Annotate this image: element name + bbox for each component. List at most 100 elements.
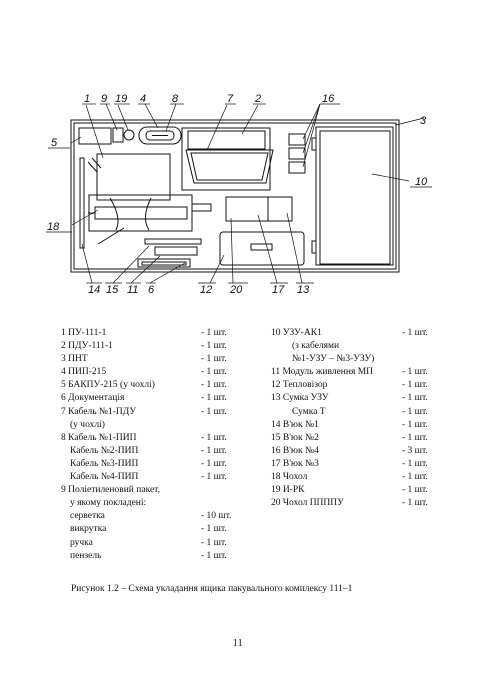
legend-qty: - 1 шт. (201, 550, 227, 561)
legend-label: Сумка Т (292, 406, 326, 417)
legend-label: 14 В'юк №1 (271, 419, 319, 430)
legend-qty: - 1 шт. (402, 380, 428, 391)
legend-row: Кабель №4-ПИП - 1 шт. (61, 471, 261, 484)
callout-20: 20 (229, 284, 243, 296)
legend-qty: - 1 шт. (201, 328, 227, 338)
legend-row: 9 Поліетиленовий пакет, (61, 484, 261, 497)
figure-caption: Рисунок 1.2 – Схема укладання ящика паку… (71, 584, 353, 594)
box-inner (73, 122, 397, 270)
legend-row: 8 Кабель №1-ПИП - 1 шт. (61, 432, 261, 445)
legend-qty: - 1 шт. (402, 406, 428, 417)
item-2-pdu (181, 127, 271, 191)
item-16-pack-c (288, 161, 306, 174)
callout-2: 2 (254, 93, 261, 105)
legend-row: 16 В'юк №4- 3 шт. (271, 445, 446, 458)
legend-label: 20 Чохол ППППУ (271, 498, 344, 509)
legend-row: 20 Чохол ППППУ- 1 шт. (271, 497, 446, 510)
legend-row: 1 ПУ-111-1- 1 шт. (61, 327, 261, 340)
callout-9: 9 (101, 93, 107, 105)
item-16-pack-a (288, 133, 306, 146)
legend-label: 8 Кабель №1-ПИП (61, 432, 137, 443)
legend-label: (з кабелями (292, 341, 340, 352)
legend-qty: - 1 шт. (201, 432, 227, 443)
legend-qty: - 1 шт. (201, 341, 227, 352)
legend-row: 13 Сумка УЗУ - 1 шт. (271, 392, 446, 405)
legend-row: 7 Кабель №1-ПДУ- 1 шт. (61, 406, 261, 419)
legend-label: Кабель №4-ПИП (70, 472, 139, 483)
legend-qty: - 1 шт. (201, 393, 227, 404)
legend-row: (з кабелями (271, 340, 446, 353)
legend-label: 18 Чохол (271, 472, 308, 483)
legend-label: 12 Тепловізор (271, 380, 328, 391)
legend-row: ручка - 1 шт. (61, 537, 261, 550)
item-1-pu (96, 153, 171, 201)
legend-qty: - 1 шт. (201, 472, 227, 483)
callout-4: 4 (140, 93, 146, 105)
legend-row: Кабель №2-ПИП - 1 шт. (61, 445, 261, 458)
legend-label: 13 Сумка УЗУ (271, 393, 329, 404)
legend-qty: - 1 шт. (402, 472, 428, 483)
legend-label: 15 В'юк №2 (271, 432, 319, 443)
legend-qty: - 1 шт. (201, 367, 227, 378)
legend-qty: - 1 шт. (402, 328, 428, 338)
item-6-documentation (137, 258, 191, 268)
box-outer (70, 119, 400, 273)
legend-qty: - 1 шт. (201, 524, 227, 535)
item-5-bakpu (78, 127, 112, 145)
legend-qty: - 1 шт. (402, 458, 428, 469)
legend-row: Сумка Т - 1 шт. (271, 406, 446, 419)
legend-row: 15 В'юк №2 - 1 шт. (271, 432, 446, 445)
legend-label: 3 ПНТ (61, 354, 88, 365)
legend-row: 10 УЗУ-АК1 - 1 шт. (271, 327, 446, 340)
legend-qty: - 1 шт. (201, 537, 227, 548)
page-number: 11 (233, 638, 243, 649)
legend-qty: - 1 шт. (402, 393, 428, 404)
item-14-pack-1 (79, 157, 85, 249)
legend-label: 19 И-РК (271, 485, 305, 496)
legend-row: 5 БАКПУ-215 (у чохлі) - 1 шт. (61, 379, 261, 392)
legend-row: 17 В'юк №3- 1 шт. (271, 458, 446, 471)
callout-18: 18 (47, 221, 60, 233)
legend-label: викрутка (70, 524, 107, 535)
callout-3: 3 (420, 115, 427, 127)
legend-qty: - 1 шт. (201, 458, 227, 469)
item-15-pack-2 (144, 238, 202, 245)
callout-14: 14 (88, 284, 100, 296)
legend-label: у якому покладені: (70, 498, 147, 509)
legend-label: 6 Документація (61, 393, 125, 404)
legend-row: 11 Модуль живлення МП- 1 шт. (271, 366, 446, 379)
item-19-irk (123, 129, 135, 141)
legend-left-column: 1 ПУ-111-1- 1 шт. 2 ПДУ-111-1 - 1 шт. 3 П… (61, 327, 261, 563)
item-3-pnt (315, 126, 394, 266)
legend-label: ручка (70, 537, 93, 548)
legend-qty: - 1 шт. (402, 432, 428, 443)
legend-qty: - 1 шт. (201, 380, 227, 391)
callout-16: 16 (322, 93, 335, 105)
legend-row: 2 ПДУ-111-1 - 1 шт. (61, 340, 261, 353)
legend-label: Кабель №3-ПИП (70, 458, 139, 469)
legend-label: 16 В'юк №4 (271, 445, 319, 456)
item-7-cable-pouch (185, 149, 274, 184)
legend-label: №1-УЗУ – №3-УЗУ) (292, 354, 375, 365)
legend-qty: - 1 шт. (201, 445, 227, 456)
callout-13: 13 (297, 284, 310, 296)
legend-label: серветка (70, 511, 105, 522)
legend-label: Кабель №2-ПИП (70, 445, 139, 456)
legend-row: 12 Тепловізор - 1 шт. (271, 379, 446, 392)
item-4-pip (138, 126, 182, 145)
legend-row: 4 ПИП-215- 1 шт. (61, 366, 261, 379)
callout-17: 17 (272, 284, 285, 296)
legend-label: 7 Кабель №1-ПДУ (61, 406, 137, 417)
item-20-cover (250, 243, 273, 251)
legend-label: 10 УЗУ-АК1 (271, 328, 322, 338)
legend-row: Кабель №3-ПИП - 1 шт. (61, 458, 261, 471)
callout-6: 6 (148, 284, 155, 296)
legend-label: 5 БАКПУ-215 (у чохлі) (61, 380, 155, 391)
legend-qty: - 1 шт. (402, 485, 428, 496)
callout-15: 15 (106, 284, 119, 296)
callout-8: 8 (172, 93, 179, 105)
legend-row: (у чохлі) (61, 419, 261, 432)
legend-row: викрутка - 1 шт. (61, 523, 261, 536)
legend-qty: - 1 шт. (402, 367, 428, 378)
legend-label: 2 ПДУ-111-1 (61, 341, 113, 352)
